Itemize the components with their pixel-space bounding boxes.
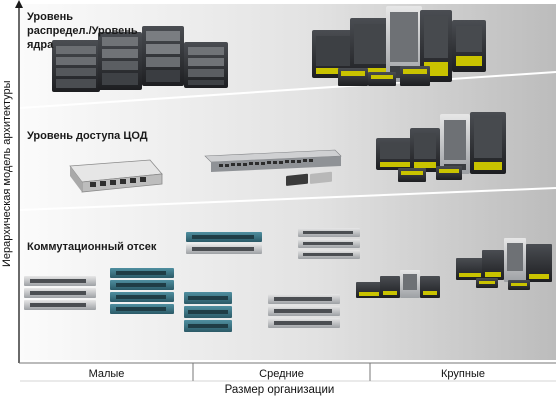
closet-small-stack-right [110, 268, 174, 314]
switch-chassis-icon [440, 114, 470, 174]
tier-label-line: распредел./Уровень [27, 25, 138, 37]
closet-small-teal-stack [184, 292, 232, 332]
switch-chassis-icon [526, 244, 552, 282]
switch-1u-icon [110, 304, 174, 314]
switch-1u-icon [24, 300, 96, 310]
switch-chassis-icon [452, 20, 486, 72]
tier-label-line: ядра [27, 39, 54, 51]
tier-label-datacenter-access: Уровень доступа ЦОД [27, 129, 148, 143]
switch-1u-icon [298, 239, 360, 248]
tier-label-line: Коммутационный отсек [27, 241, 157, 253]
switch-chassis-icon [380, 276, 400, 298]
sfp-module-icon [286, 173, 308, 186]
switch-chassis-icon [456, 258, 484, 280]
closet-small-stack-left [24, 276, 96, 310]
datacenter-large-chassis-group [376, 112, 506, 182]
switch-chassis-icon [410, 128, 440, 172]
switch-chassis-icon [142, 26, 184, 86]
switch-chassis-icon [508, 280, 530, 290]
org-size-small: Малые [88, 368, 125, 380]
sfp-module-icon [310, 171, 332, 184]
switch-1u-icon [204, 149, 342, 172]
switch-1u-icon [268, 294, 340, 304]
switch-chassis-icon [368, 72, 396, 86]
switch-chassis-icon [476, 278, 498, 288]
tier-label-wiring-closet: Коммутационный отсек [27, 240, 156, 254]
switch-chassis-icon [52, 40, 100, 92]
switch-chassis-icon [98, 32, 142, 90]
closet-medium-stack-b [298, 228, 360, 259]
org-size-medium: Средние [259, 368, 304, 380]
switch-chassis-icon [436, 166, 462, 180]
switch-chassis-icon [184, 42, 228, 88]
switch-module-icon [69, 159, 163, 193]
tier-label-line: Уровень доступа ЦОД [27, 130, 148, 142]
switch-chassis-icon [312, 30, 356, 78]
org-size-large: Крупные [441, 368, 485, 380]
core-small-chassis-group [52, 26, 228, 92]
switch-1u-icon [268, 306, 340, 316]
tier-label-line: Уровень [27, 11, 74, 23]
switch-chassis-icon [386, 6, 422, 82]
switch-chassis-icon [470, 112, 506, 174]
switch-1u-icon [298, 228, 360, 237]
y-axis-arrow [15, 0, 23, 8]
closet-large-chassis-group [356, 238, 552, 298]
band-wiring-closet [20, 188, 556, 360]
switch-1u-icon [110, 292, 174, 302]
switch-chassis-icon [400, 66, 430, 86]
x-axis-label: Размер организации [224, 384, 335, 396]
switch-chassis-icon [482, 250, 504, 280]
closet-medium-stack-c [268, 294, 340, 328]
switch-chassis-icon [356, 282, 382, 298]
switch-1u-icon [268, 318, 340, 328]
switch-1u-icon [184, 320, 232, 332]
switch-chassis-icon [338, 68, 368, 86]
switch-1u-icon [186, 232, 262, 242]
switch-chassis-icon [376, 138, 414, 170]
switch-1u-icon [186, 244, 262, 254]
switch-1u-icon [184, 306, 232, 318]
datacenter-small-module [69, 159, 163, 193]
switch-chassis-icon [504, 238, 526, 282]
datacenter-medium-switch [204, 149, 342, 186]
switch-1u-icon [110, 280, 174, 290]
closet-medium-stack-a [186, 232, 262, 254]
switch-1u-icon [298, 250, 360, 259]
switch-chassis-icon [398, 168, 426, 182]
switch-chassis-icon [420, 276, 440, 298]
axes [15, 0, 556, 382]
switch-chassis-icon [400, 270, 420, 298]
tier-label-core: Уровень распредел./Уровень ядра [27, 10, 138, 52]
switch-1u-icon [24, 288, 96, 298]
switch-1u-icon [184, 292, 232, 304]
y-axis-label: Иерархическая модель архитектуры [1, 80, 13, 267]
core-large-chassis-group [312, 6, 486, 86]
switch-1u-icon [24, 276, 96, 286]
switch-1u-icon [110, 268, 174, 278]
